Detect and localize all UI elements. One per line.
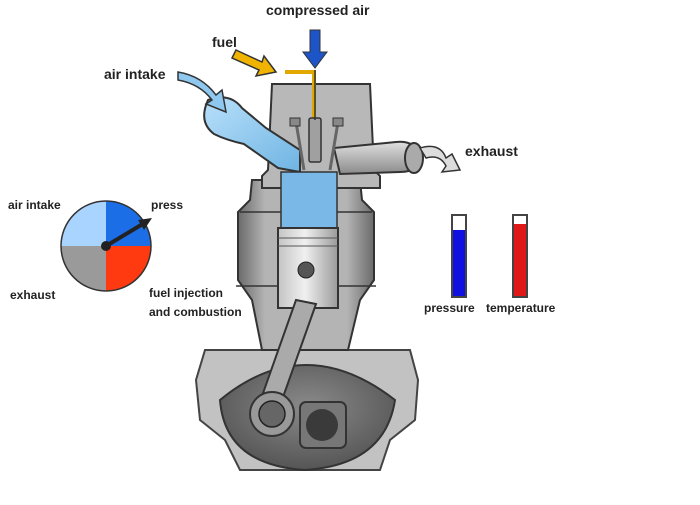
dial-air-intake-label: air intake [8, 198, 61, 212]
exhaust-arrow [418, 145, 462, 173]
fuel-arrow [230, 49, 278, 78]
cycle-dial [60, 200, 152, 292]
air-intake-label: air intake [104, 66, 166, 82]
valves [289, 117, 344, 171]
dial-press-label: press [151, 198, 184, 212]
pressure-gauge-fill [453, 230, 465, 296]
dial-pointer [104, 220, 148, 248]
intake-manifold [203, 96, 301, 174]
connecting-rod [249, 298, 347, 449]
dial-exhaust-sector [61, 246, 106, 291]
compressed-air-label: compressed air [266, 2, 370, 18]
dial-fuel-injection-line-1: fuel injection [149, 286, 224, 300]
dial-exhaust-label: exhaust [10, 288, 56, 302]
dial-press-sector [106, 201, 151, 246]
pressure-label: pressure [424, 301, 475, 315]
fuel-label: fuel [212, 34, 237, 50]
dial-fuel-injection-label: fuel injection and combustion [149, 284, 269, 322]
compressed-air-arrow [302, 29, 328, 69]
exhaust-label: exhaust [465, 143, 518, 159]
air-intake-arrow [177, 71, 227, 114]
compressed-air-charge [280, 171, 338, 229]
pressure-gauge [451, 214, 467, 298]
dial-air-intake-sector [61, 201, 106, 246]
temperature-gauge [512, 214, 528, 298]
temperature-label: temperature [486, 301, 556, 315]
dial-fuel-combustion-sector [106, 246, 151, 291]
exhaust-manifold [332, 140, 424, 176]
dial-fuel-injection-line-2: and combustion [149, 305, 242, 319]
piston [277, 227, 339, 309]
fuel-injector [285, 70, 322, 163]
temperature-gauge-fill [514, 224, 526, 296]
